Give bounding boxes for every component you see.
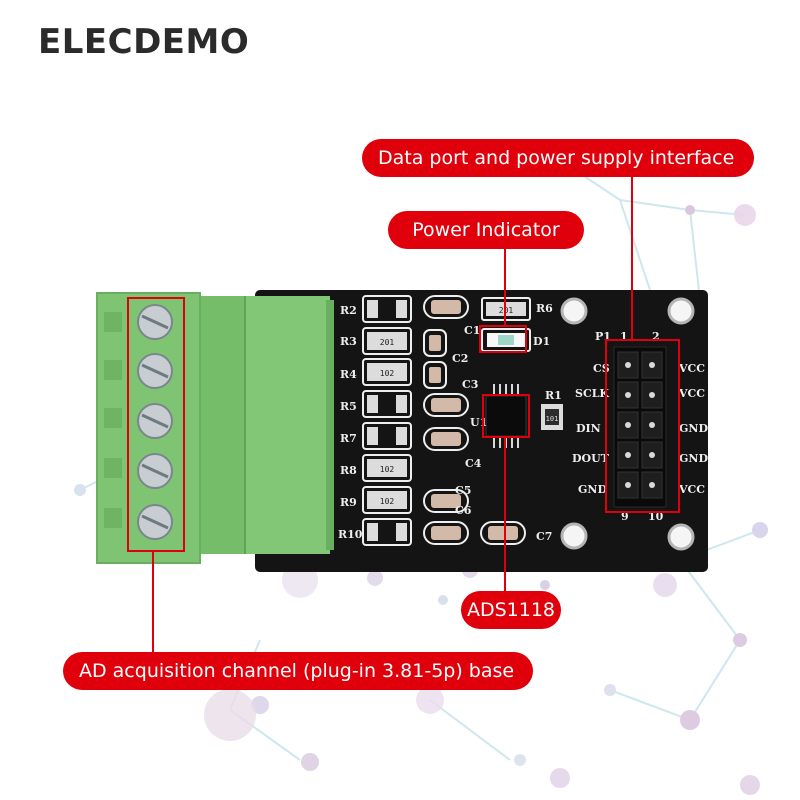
svg-text:R2: R2 — [340, 304, 357, 317]
svg-text:102: 102 — [380, 369, 395, 378]
svg-text:R4: R4 — [340, 368, 357, 381]
svg-text:GND: GND — [679, 422, 708, 435]
svg-text:201: 201 — [380, 338, 395, 347]
svg-text:2: 2 — [652, 330, 660, 343]
svg-text:SCLK: SCLK — [575, 387, 609, 400]
svg-text:D1: D1 — [533, 335, 550, 348]
svg-text:R9: R9 — [340, 496, 357, 509]
svg-text:DIN: DIN — [576, 422, 601, 435]
highlight-markers — [127, 177, 680, 652]
callout-power-indicator: Power Indicator — [388, 211, 584, 249]
svg-text:C2: C2 — [452, 352, 468, 365]
svg-text:C3: C3 — [462, 378, 478, 391]
svg-text:C5: C5 — [455, 484, 471, 497]
svg-text:R7: R7 — [340, 432, 357, 445]
background-nodes — [74, 154, 768, 795]
svg-text:GND: GND — [679, 452, 708, 465]
svg-text:101: 101 — [546, 415, 559, 423]
silkscreen-labels: R2 R3 R4 R5 R7 R8 R9 R10 C1 C2 C3 C4 C5 … — [338, 302, 708, 543]
svg-text:R10: R10 — [338, 528, 363, 541]
svg-text:C1: C1 — [464, 324, 480, 337]
svg-text:C6: C6 — [455, 504, 472, 517]
svg-text:1: 1 — [620, 330, 628, 343]
svg-text:R5: R5 — [340, 400, 357, 413]
svg-text:VCC: VCC — [678, 362, 705, 375]
resistor-pads: 201 102 102 102 — [362, 295, 412, 546]
brand-logo: ELECDEMO — [38, 22, 250, 62]
svg-text:C7: C7 — [536, 530, 552, 543]
svg-text:201: 201 — [499, 306, 514, 315]
svg-text:R6: R6 — [536, 302, 553, 315]
callout-data-port: Data port and power supply interface — [362, 139, 754, 177]
pin-header — [613, 346, 667, 508]
svg-text:R3: R3 — [340, 335, 357, 348]
terminal-screws — [137, 304, 173, 540]
svg-text:P1: P1 — [595, 330, 611, 343]
svg-text:GND: GND — [578, 483, 607, 496]
capacitor-pads — [423, 295, 526, 545]
svg-text:DOUT: DOUT — [572, 452, 610, 465]
callout-ads1118: ADS1118 — [461, 591, 561, 629]
svg-text:VCC: VCC — [678, 387, 705, 400]
svg-text:CS: CS — [593, 362, 610, 375]
svg-text:U1: U1 — [470, 416, 487, 429]
svg-text:VCC: VCC — [678, 483, 705, 496]
terminal-block — [96, 292, 334, 564]
svg-text:10: 10 — [648, 510, 664, 523]
svg-text:C4: C4 — [465, 457, 482, 470]
svg-text:R8: R8 — [340, 464, 357, 477]
svg-text:9: 9 — [621, 510, 629, 523]
svg-text:102: 102 — [380, 497, 395, 506]
svg-text:R1: R1 — [545, 389, 562, 402]
svg-text:102: 102 — [380, 465, 395, 474]
callout-ad-channel: AD acquisition channel (plug-in 3.81-5p)… — [63, 652, 533, 690]
